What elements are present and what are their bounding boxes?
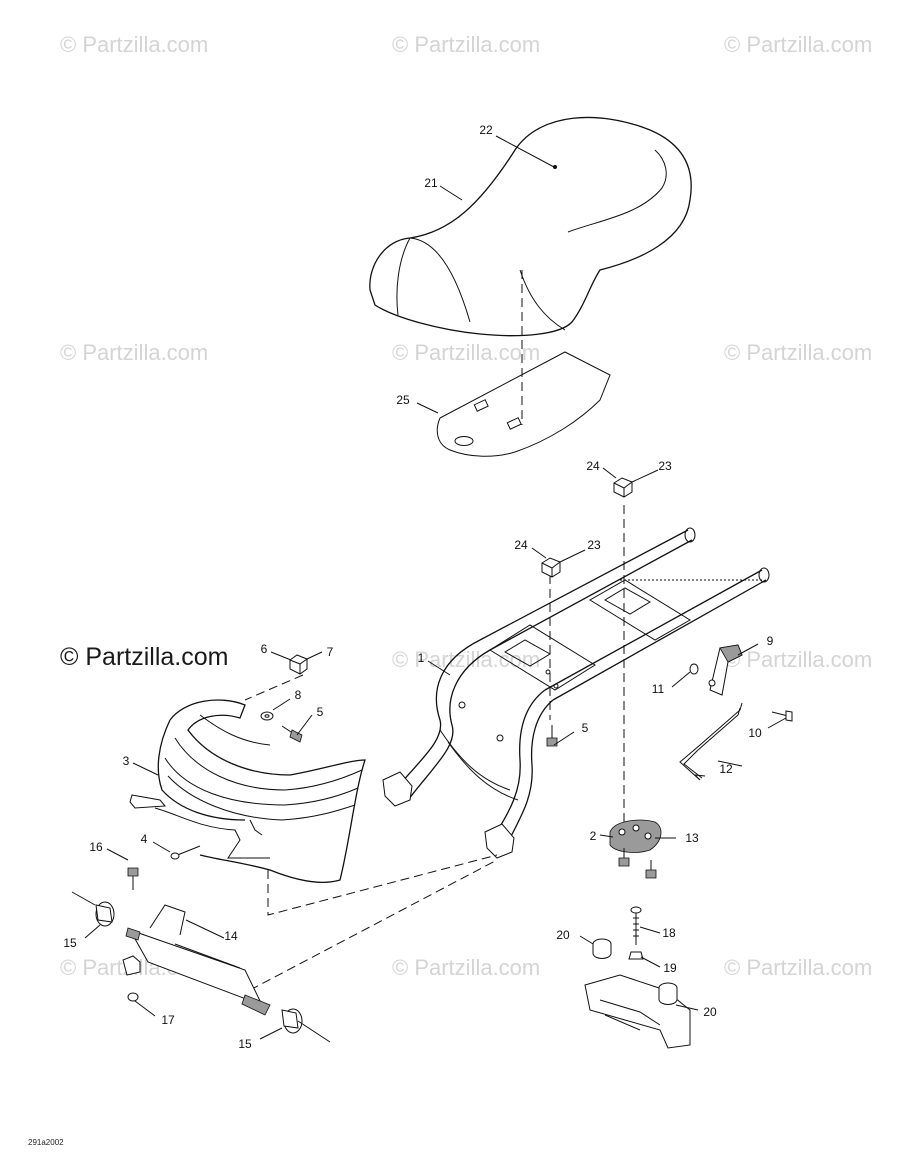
callout-6: 6 xyxy=(260,642,268,656)
callout-15: 15 xyxy=(238,1037,252,1051)
bracket-13 xyxy=(609,819,662,853)
callout-19: 19 xyxy=(663,961,677,975)
callout-1: 1 xyxy=(417,651,425,665)
callout-13: 13 xyxy=(685,831,699,845)
screw-4 xyxy=(170,845,201,860)
callout-24: 24 xyxy=(514,538,528,552)
callout-8: 8 xyxy=(294,688,302,702)
watermark: © Partzilla.com xyxy=(724,647,873,672)
washer-11 xyxy=(689,663,699,675)
watermark: © Partzilla.com xyxy=(60,32,209,57)
bushing-15-upper xyxy=(71,891,115,927)
seat-base xyxy=(436,351,611,457)
rear-bumper xyxy=(129,699,366,883)
rubber-20-left xyxy=(592,938,612,959)
washer-8 xyxy=(260,711,274,721)
callout-5: 5 xyxy=(316,705,324,719)
callout-22: 22 xyxy=(479,123,493,137)
bolt-5-right xyxy=(546,725,558,747)
nut-23-lower xyxy=(541,557,561,578)
bolt-5-left xyxy=(281,725,303,743)
callout-10: 10 xyxy=(748,726,762,740)
clip-17 xyxy=(122,955,141,1002)
nut-7 xyxy=(289,654,308,675)
rod-12 xyxy=(679,702,743,781)
callout-14: 14 xyxy=(224,929,238,943)
callout-23: 23 xyxy=(658,459,672,473)
seat xyxy=(369,116,692,337)
callout-21: 21 xyxy=(424,176,438,190)
watermark: © Partzilla.com xyxy=(724,955,873,980)
drawing-code: 291a2002 xyxy=(28,1138,64,1147)
bushing-15-lower xyxy=(281,1008,331,1043)
watermark: © Partzilla.com xyxy=(392,340,541,365)
callout-24: 24 xyxy=(586,459,600,473)
watermark-main: © Partzilla.com xyxy=(60,643,229,671)
axle-14 xyxy=(125,904,271,1016)
frame xyxy=(382,527,770,859)
watermark: © Partzilla.com xyxy=(392,955,541,980)
nut-19 xyxy=(628,951,644,960)
callout-11: 11 xyxy=(651,682,665,696)
callout-4: 4 xyxy=(140,832,148,846)
screws-2 xyxy=(618,848,657,879)
callout-15: 15 xyxy=(63,936,77,950)
callout-12: 12 xyxy=(719,762,733,776)
callout-17: 17 xyxy=(161,1013,175,1027)
callout-2: 2 xyxy=(589,829,597,843)
hinge-9 xyxy=(708,644,743,696)
bolt-16 xyxy=(127,867,139,890)
callout-16: 16 xyxy=(89,840,103,854)
callout-7: 7 xyxy=(326,645,334,659)
watermark: © Partzilla.com xyxy=(724,32,873,57)
bolt-10 xyxy=(771,710,793,722)
watermark: © Partzilla.com xyxy=(392,32,541,57)
callout-18: 18 xyxy=(662,926,676,940)
nut-23-upper xyxy=(613,477,633,498)
callout-3: 3 xyxy=(122,754,130,768)
callout-23: 23 xyxy=(587,538,601,552)
callout-5: 5 xyxy=(581,721,589,735)
leader-lines xyxy=(84,135,787,1040)
watermark: © Partzilla.com xyxy=(392,647,541,672)
callout-20: 20 xyxy=(556,928,570,942)
bolt-18 xyxy=(630,906,642,945)
rubber-20-right xyxy=(658,982,678,1005)
callout-20: 20 xyxy=(703,1005,717,1019)
watermark: © Partzilla.com xyxy=(60,340,209,365)
callout-25: 25 xyxy=(396,393,410,407)
watermark: © Partzilla.com xyxy=(724,340,873,365)
callout-9: 9 xyxy=(766,634,774,648)
